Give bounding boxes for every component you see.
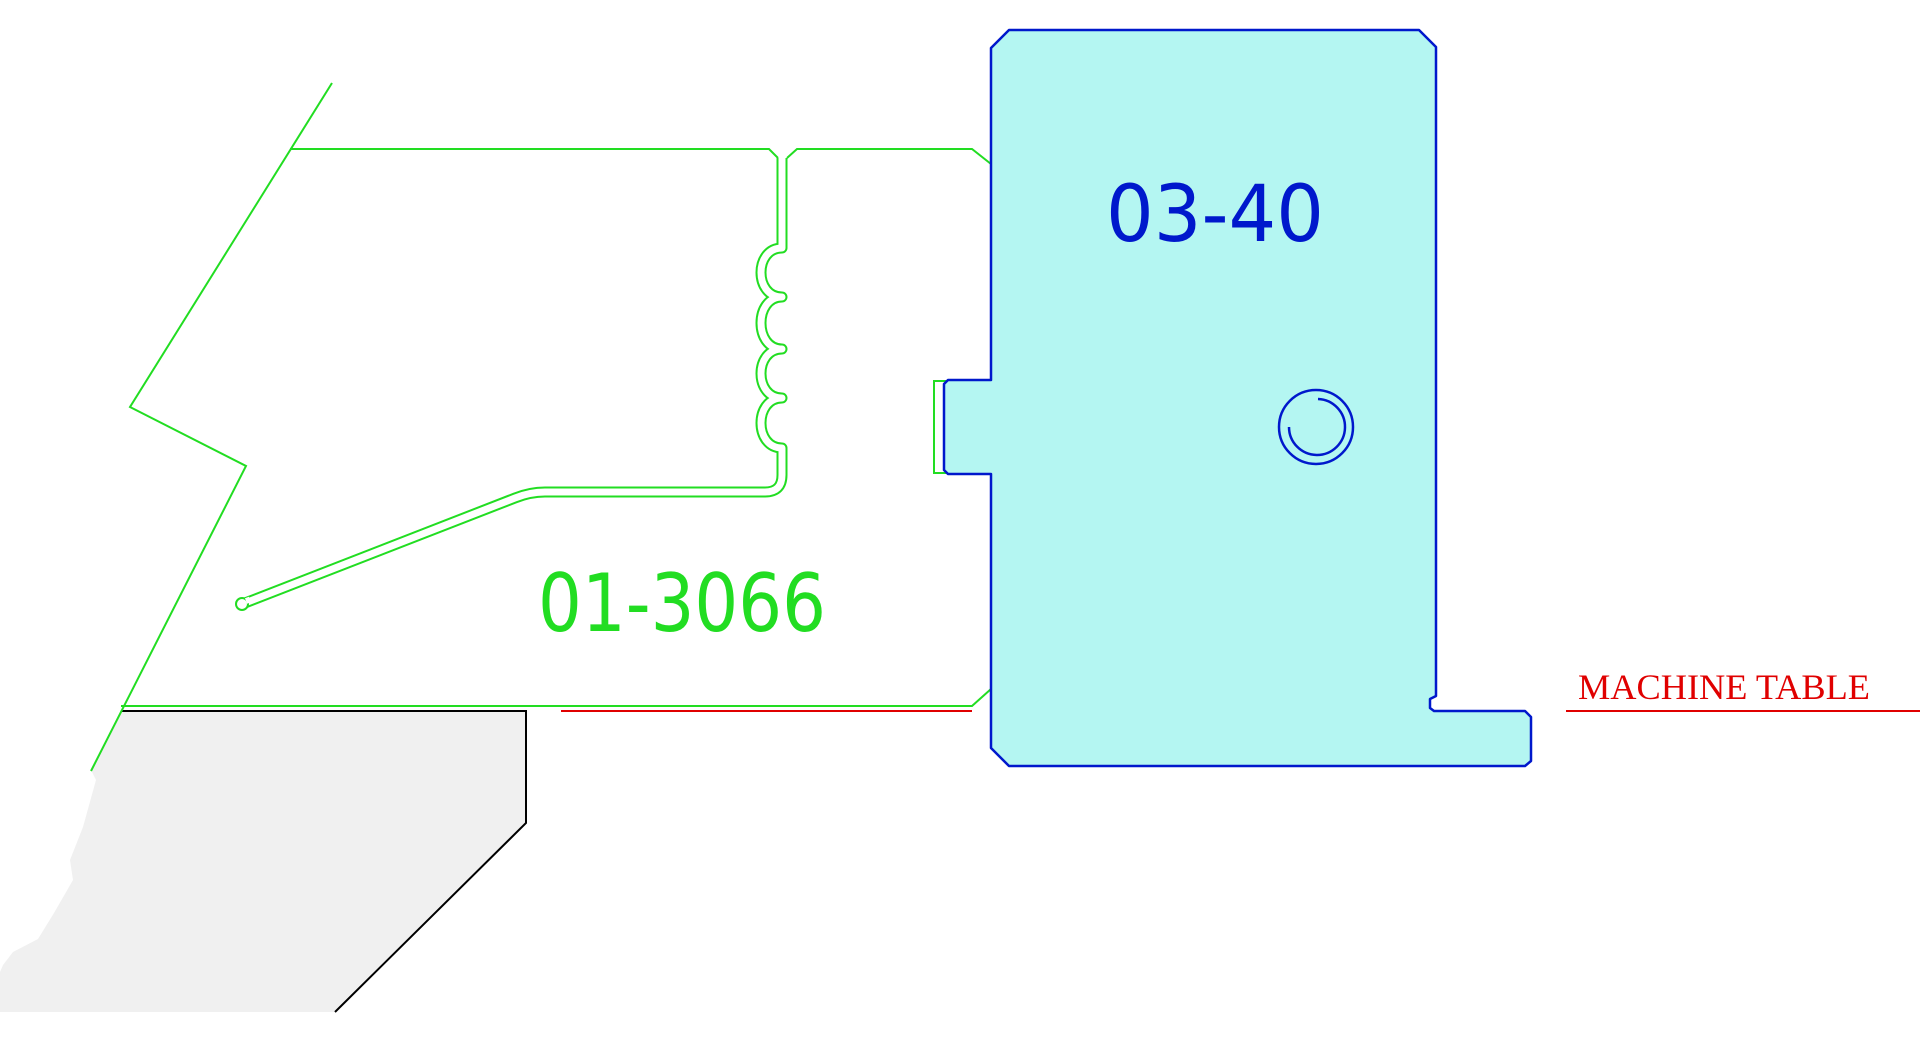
workpiece-top-edge-left	[290, 148, 779, 159]
tool-label: 03-40	[1106, 170, 1324, 260]
fixture-block	[0, 711, 526, 1012]
slot-inner	[243, 140, 786, 607]
workpiece-label: 01-3066	[538, 557, 826, 650]
workpiece-profile	[90, 82, 992, 772]
workpiece-break-line	[90, 82, 333, 772]
fixture-outline	[121, 710, 527, 1013]
workpiece-slot	[235, 140, 788, 611]
workpiece-top-edge-right	[786, 148, 992, 165]
slot-outline	[243, 158, 788, 609]
tool-spiral-mark-icon	[1277, 388, 1355, 466]
workpiece-bottom-edge	[121, 688, 992, 707]
machine-table-label: MACHINE TABLE	[1578, 667, 1870, 707]
tool-profile	[942, 28, 1533, 768]
slot-end-hole	[235, 597, 249, 611]
